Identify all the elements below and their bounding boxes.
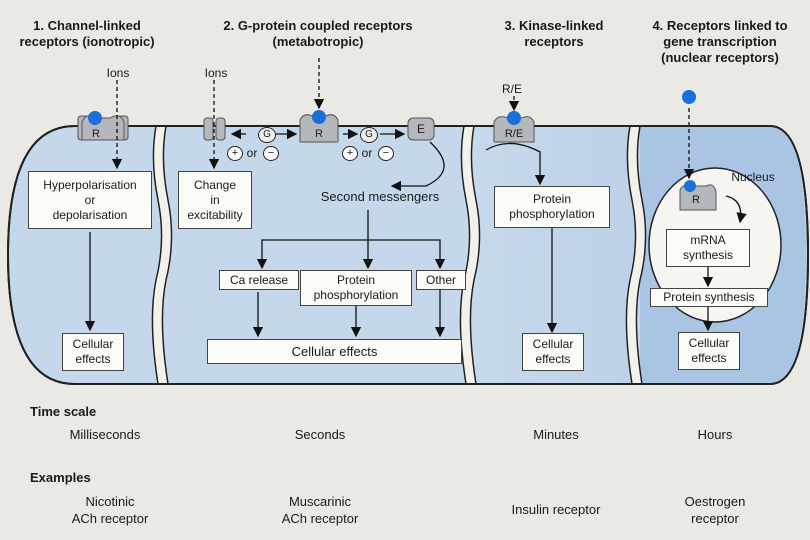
kinase-receptor [493,111,535,143]
ion-channel-2 [203,117,226,141]
receptor-re-label: R/E [504,128,524,140]
header-gpcr: 2. G-protein coupled receptors(metabotro… [198,18,438,50]
example-channel: Nicotinic ACh receptor [71,494,149,526]
nuclear-receptor [679,180,717,211]
second-messengers-label: Second messengers [320,189,440,204]
gpcr-receptor [299,110,339,143]
g-protein-left: G [258,127,276,143]
minus-sign-left: − [263,146,279,161]
examples-label: Examples [30,470,91,485]
time-scale-label: Time scale [30,404,97,419]
g-protein-right: G [360,127,378,143]
example-gpcr: Muscarinic ACh receptor [281,494,359,526]
cell-outline [6,125,810,385]
time-scale-gpcr: Seconds [294,427,346,442]
box-text: Protein synthesis [663,290,755,304]
effector-e-label: E [416,122,425,136]
nucleus-label: Nucleus [731,170,775,184]
box-text: Ca release [229,272,289,287]
plus-sign-left: + [227,146,243,161]
protein-synthesis-box: Protein synthesis [650,288,768,307]
box-text: Other [425,272,456,287]
nuclear-ligand [682,90,696,104]
example-nuclear: Oestrogen receptor [684,494,746,526]
cellular-effects-box-2: Cellular effects [207,339,462,364]
time-scale-nuclear: Hours [697,427,733,442]
ions-label-1: Ions [106,66,130,80]
header-text: 2. G-protein coupled receptors(metabotro… [223,18,413,49]
channel-receptor-1 [77,111,129,141]
receptor-r-label-2: R [315,128,323,140]
or-label-left: or [246,146,258,160]
minus-sign-right: − [378,146,394,161]
re-label-top: R/E [501,82,522,96]
time-scale-kinase: Minutes [533,427,579,442]
ca-release-box: Ca release [219,270,299,290]
or-label-right: or [361,146,373,160]
ions-label-2: Ions [204,66,228,80]
other-box: Other [416,270,466,290]
plus-sign-right: + [342,146,358,161]
receptor-r-label-1: R [92,128,100,140]
box-text: Cellular effects [291,344,378,359]
receptor-r-label-4: R [692,194,700,206]
time-scale-channel: Milliseconds [69,427,141,442]
effector-e [407,117,435,141]
example-kinase: Insulin receptor [511,502,601,517]
